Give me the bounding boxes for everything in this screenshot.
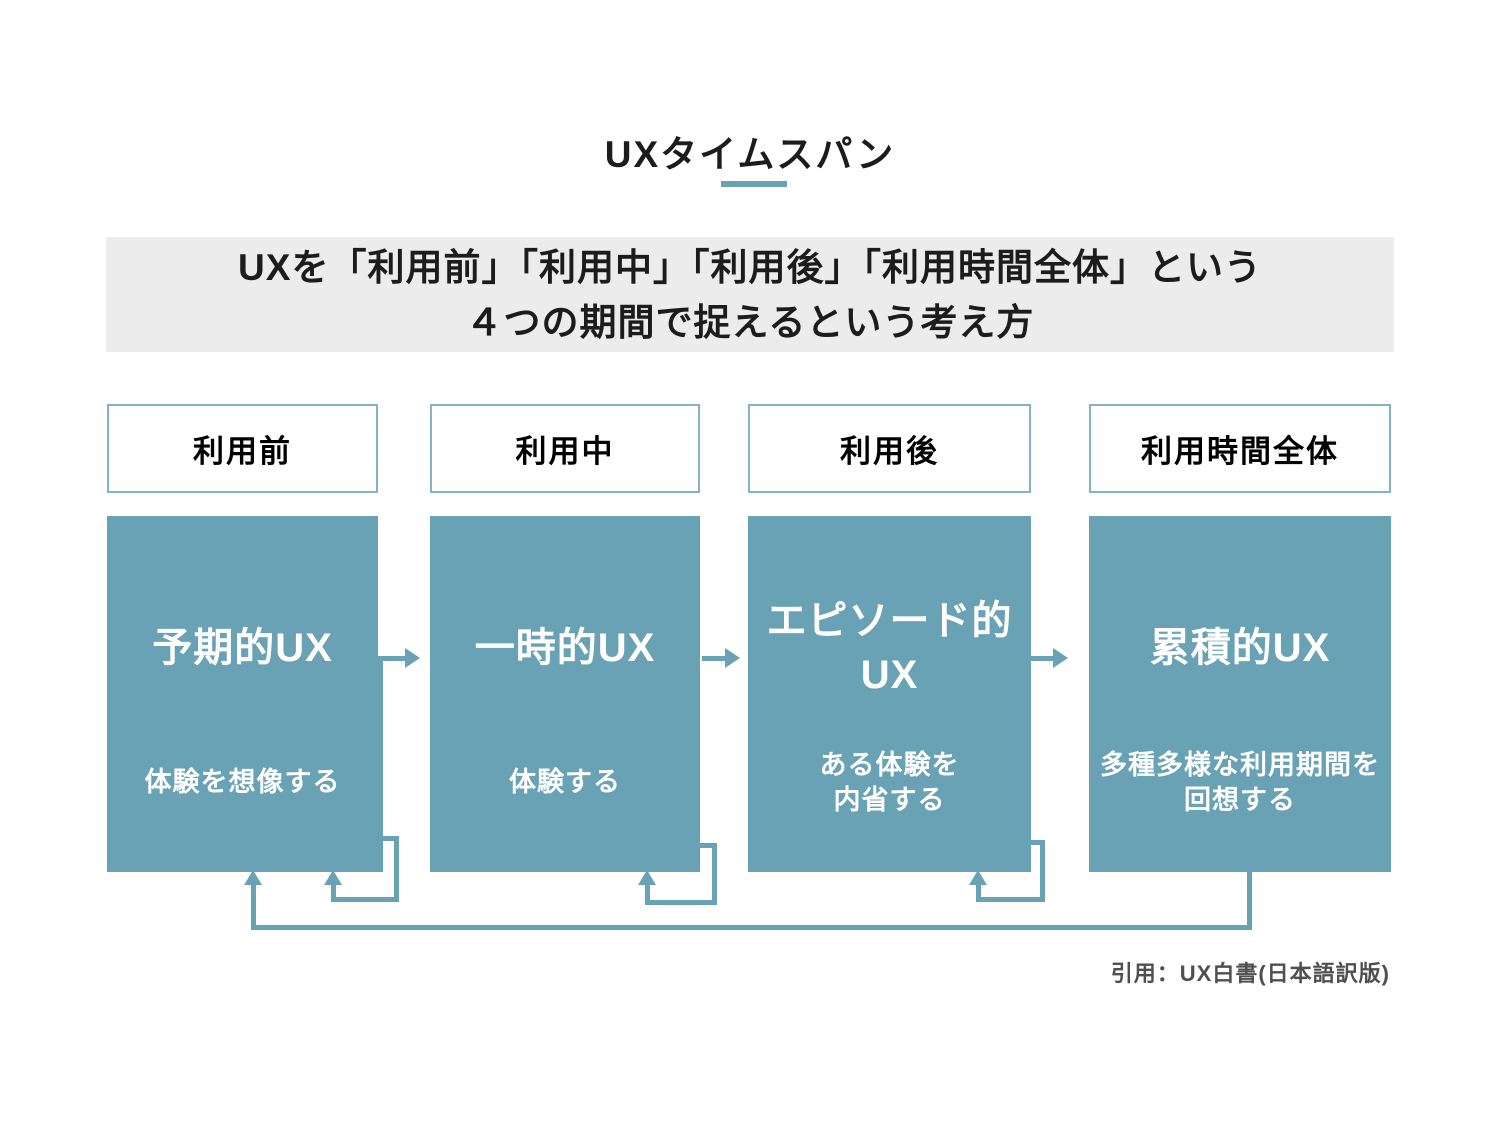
arrow-up-icon <box>638 870 656 885</box>
ux-description: ある体験を 内省する <box>819 749 960 815</box>
ux-description: 多種多様な利用期間を 回想する <box>1100 749 1380 815</box>
arrow-up-icon <box>969 870 987 885</box>
line-segment <box>378 660 383 872</box>
line-segment <box>976 884 981 899</box>
line-segment <box>712 843 717 905</box>
arrow-right-icon <box>1053 648 1068 668</box>
phase-box-anticipated-ux: 予期的UX 体験を想像する <box>107 516 378 872</box>
period-label: 利用前 <box>193 434 292 469</box>
subtitle-line-1: UXを「利用前」「利用中」「利用後」「利用時間全体」という <box>238 247 1262 288</box>
period-header-before-use: 利用前 <box>107 404 378 493</box>
subtitle-line-2: ４つの期間で捉えるという考え方 <box>465 302 1035 343</box>
line-segment <box>251 884 256 928</box>
line-segment <box>1029 840 1045 845</box>
ux-type-label: 一時的UX <box>474 626 656 670</box>
phase-box-momentary-ux: 一時的UX 体験する <box>430 516 700 872</box>
arrow-up-icon <box>244 870 262 885</box>
line-segment <box>1247 872 1252 930</box>
line-segment <box>331 884 336 899</box>
period-label: 利用時間全体 <box>1141 434 1339 469</box>
ux-type-label: エピソード的 UX <box>766 599 1013 697</box>
line-segment <box>378 656 408 661</box>
line-segment <box>702 656 728 661</box>
line-segment <box>331 897 399 902</box>
line-segment <box>394 836 399 902</box>
period-header-during-use: 利用中 <box>430 404 700 493</box>
line-segment <box>645 884 650 902</box>
ux-type-label: 予期的UX <box>152 626 333 670</box>
period-label: 利用中 <box>515 434 615 469</box>
line-segment <box>1031 656 1056 661</box>
line-segment <box>251 925 1252 930</box>
line-segment <box>645 900 717 905</box>
line-segment <box>700 843 717 848</box>
page-title: UXタイムスパン <box>604 134 896 175</box>
line-segment <box>976 897 1045 902</box>
ux-description: 体験する <box>509 767 621 798</box>
arrow-right-icon <box>405 648 420 668</box>
period-header-overall-time: 利用時間全体 <box>1089 404 1391 493</box>
arrow-right-icon <box>725 648 740 668</box>
phase-box-cumulative-ux: 累積的UX 多種多様な利用期間を 回想する <box>1089 516 1391 872</box>
title-underline <box>721 181 787 187</box>
citation-text: 引用：UX白書(日本語訳版) <box>1110 961 1390 986</box>
ux-type-label: 累積的UX <box>1149 626 1331 670</box>
period-label: 利用後 <box>840 434 939 469</box>
line-segment <box>378 836 399 841</box>
arrow-up-icon <box>324 870 342 885</box>
ux-description: 体験を想像する <box>144 767 341 798</box>
period-header-after-use: 利用後 <box>748 404 1031 493</box>
phase-box-episodic-ux: エピソード的 UX ある体験を 内省する <box>748 516 1031 872</box>
subtitle-banner: UXを「利用前」「利用中」「利用後」「利用時間全体」という ４つの期間で捉えると… <box>106 237 1394 352</box>
line-segment <box>1040 840 1045 902</box>
